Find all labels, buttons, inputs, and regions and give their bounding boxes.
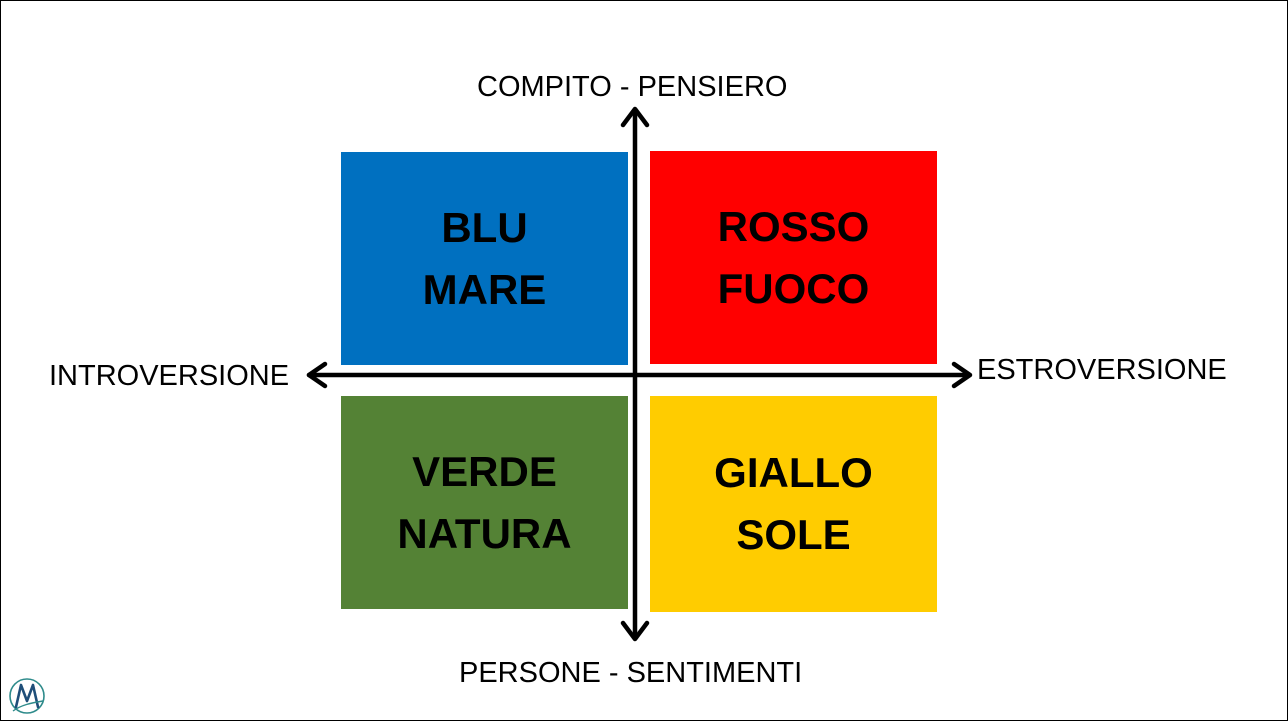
axis-label-bottom: PERSONE - SENTIMENTI (459, 657, 803, 689)
arrow-up-icon (620, 106, 650, 128)
quadrant-red: ROSSO FUOCO (650, 151, 937, 364)
axis-label-top: COMPITO - PENSIERO (477, 71, 788, 103)
axis-label-left: INTROVERSIONE (49, 360, 290, 392)
m-monogram-icon (9, 678, 45, 714)
quadrant-green-label: VERDE NATURA (397, 447, 572, 557)
quadrant-blue: BLU MARE (341, 152, 628, 365)
quadrant-red-label: ROSSO FUOCO (717, 202, 870, 312)
arrow-left-icon (306, 361, 328, 389)
arrow-right-icon (951, 361, 973, 389)
quadrant-green: VERDE NATURA (341, 396, 628, 609)
quadrant-yellow-label: GIALLO SOLE (714, 449, 873, 558)
quadrant-yellow: GIALLO SOLE (650, 396, 937, 612)
axis-label-right: ESTROVERSIONE (977, 354, 1227, 386)
arrow-down-icon (620, 620, 650, 642)
quadrant-blue-label: BLU MARE (422, 203, 547, 313)
